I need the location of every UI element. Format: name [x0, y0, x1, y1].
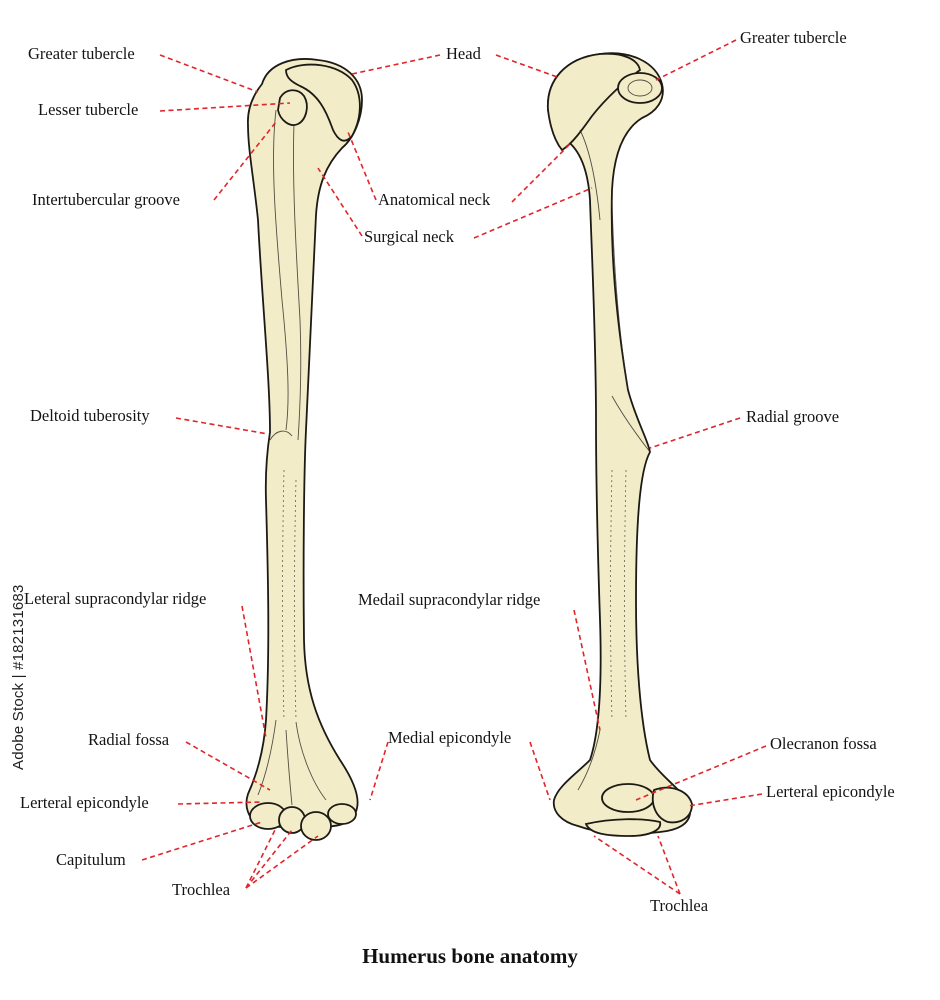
leader-lesser-tubercle	[159, 102, 291, 112]
leader-medial-epicondyle-b	[529, 741, 551, 801]
label-lateral-epicondyle-anterior: Lerteral epicondyle	[20, 793, 149, 812]
leader-medial-supracondylar	[573, 609, 601, 731]
label-radial-fossa: Radial fossa	[88, 730, 170, 749]
leader-anatomical-neck-b	[511, 141, 573, 203]
label-radial-groove: Radial groove	[746, 407, 840, 426]
label-intertubercular-groove: Intertubercular groove	[32, 190, 180, 209]
label-medial-supracondylar-ridge: Medail supracondylar ridge	[358, 590, 541, 609]
leader-radial-fossa	[185, 741, 271, 791]
label-lesser-tubercle: Lesser tubercle	[38, 100, 139, 119]
leader-capitulum	[141, 821, 263, 861]
leader-surgical-neck-b	[473, 187, 593, 239]
label-olecranon-fossa: Olecranon fossa	[770, 734, 877, 753]
stock-watermark: Adobe Stock | #182131683	[10, 584, 27, 770]
leader-greater-tubercle-b	[655, 39, 737, 81]
label-deltoid-tuberosity: Deltoid tuberosity	[30, 406, 150, 425]
leader-lat-supracondylar	[241, 605, 267, 739]
label-lateral-supracondylar-ridge: Leteral supracondylar ridge	[24, 589, 207, 608]
label-surgical-neck: Surgical neck	[364, 227, 454, 246]
leader-lat-epicondyle-b	[687, 793, 763, 807]
leader-medial-epicondyle-a	[369, 741, 389, 801]
label-trochlea-anterior: Trochlea	[172, 880, 231, 899]
leader-greater-tubercle-a	[159, 54, 259, 93]
leader-olecranon-fossa	[635, 745, 767, 801]
leader-lines	[141, 39, 767, 895]
diagram-title: Humerus bone anatomy	[362, 944, 578, 968]
leader-trochlea-a2	[245, 835, 319, 889]
leader-deltoid-tuberosity	[175, 417, 269, 435]
leader-head-b	[495, 54, 561, 79]
label-greater-tubercle-anterior: Greater tubercle	[28, 44, 135, 63]
leader-radial-groove	[649, 417, 741, 449]
label-anatomical-neck: Anatomical neck	[378, 190, 491, 209]
leader-trochlea-b1	[593, 835, 681, 895]
label-capitulum: Capitulum	[56, 850, 126, 869]
leader-surgical-neck-a	[317, 167, 363, 237]
label-lateral-epicondyle-posterior: Lerteral epicondyle	[766, 782, 895, 801]
leader-lat-epicondyle-a	[177, 801, 263, 805]
leader-trochlea-a1	[245, 829, 293, 889]
leader-head-a	[351, 54, 441, 75]
label-trochlea-posterior: Trochlea	[650, 896, 709, 915]
label-head: Head	[446, 44, 481, 63]
leader-anatomical-neck-a	[347, 131, 377, 201]
posterior-humerus	[547, 52, 693, 837]
leader-trochlea-b2	[657, 835, 681, 895]
anterior-humerus	[245, 58, 363, 841]
label-greater-tubercle-posterior: Greater tubercle	[740, 28, 847, 47]
label-medial-epicondyle: Medial epicondyle	[388, 728, 512, 747]
leader-trochlea-a3	[245, 827, 277, 889]
